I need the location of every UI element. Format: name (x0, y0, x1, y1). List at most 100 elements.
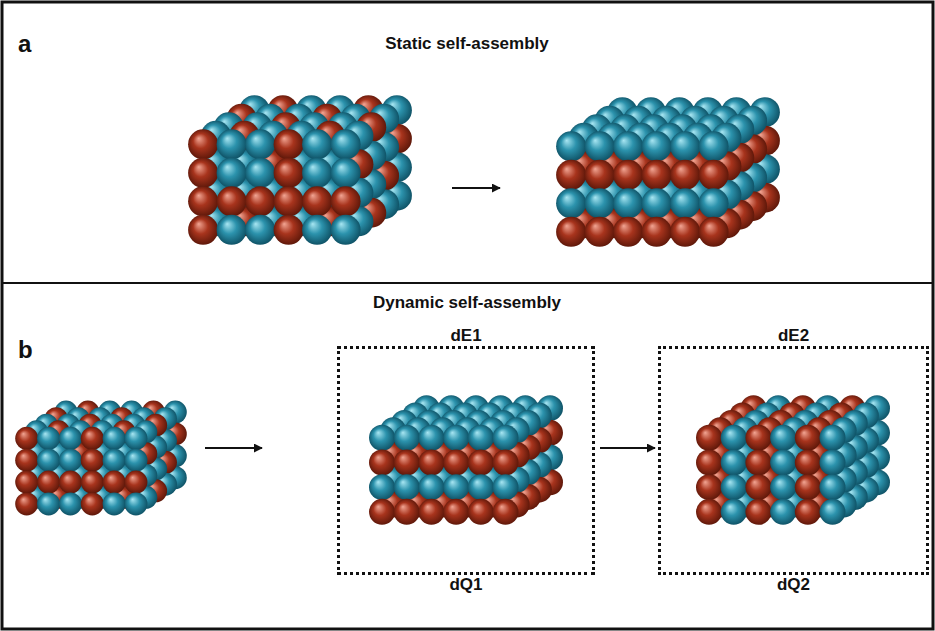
sphere (585, 131, 615, 161)
sphere (59, 449, 82, 472)
sphere (217, 186, 247, 216)
arrow (452, 187, 500, 189)
sphere (670, 217, 700, 247)
sphere (124, 427, 147, 450)
sphere (585, 160, 615, 190)
sphere (721, 499, 747, 525)
sphere-cube (696, 395, 890, 525)
energy-label: dE2 (661, 326, 926, 346)
sphere (770, 425, 796, 451)
sphere (721, 474, 747, 500)
panel-letter: b (18, 336, 33, 364)
sphere (124, 471, 147, 494)
sphere (394, 474, 420, 500)
sphere (820, 425, 846, 451)
sphere (696, 499, 722, 525)
sphere (274, 186, 304, 216)
sphere (613, 160, 643, 190)
sphere (103, 492, 126, 515)
sphere (418, 449, 444, 475)
sphere (188, 215, 218, 245)
sphere (443, 425, 469, 451)
sphere (188, 186, 218, 216)
sphere (613, 131, 643, 161)
panel-heading: Dynamic self-assembly (373, 293, 561, 313)
sphere (274, 158, 304, 188)
sphere (37, 471, 60, 494)
sphere (642, 131, 672, 161)
sphere (37, 449, 60, 472)
sphere (770, 499, 796, 525)
sphere (124, 449, 147, 472)
sphere (81, 492, 104, 515)
sphere (369, 474, 395, 500)
sphere (468, 425, 494, 451)
sphere (274, 129, 304, 159)
sphere (468, 449, 494, 475)
sphere (302, 158, 332, 188)
sphere (745, 425, 771, 451)
sphere (642, 217, 672, 247)
sphere (302, 215, 332, 245)
sphere (795, 425, 821, 451)
sphere (302, 129, 332, 159)
sphere (670, 131, 700, 161)
sphere (369, 449, 395, 475)
sphere (15, 449, 38, 472)
arrow (205, 447, 262, 449)
sphere (15, 492, 38, 515)
sphere (331, 186, 361, 216)
sphere (217, 129, 247, 159)
arrow-connector (600, 447, 655, 449)
sphere (331, 129, 361, 159)
energy-label: dE1 (340, 326, 592, 346)
heat-label: dQ1 (340, 575, 592, 595)
sphere (745, 474, 771, 500)
sphere (418, 425, 444, 451)
sphere (795, 499, 821, 525)
sphere (103, 471, 126, 494)
sphere (81, 471, 104, 494)
sphere (696, 449, 722, 475)
sphere (302, 186, 332, 216)
sphere (820, 499, 846, 525)
sphere (245, 215, 275, 245)
sphere (443, 499, 469, 525)
sphere (81, 427, 104, 450)
sphere-cube (188, 95, 412, 245)
sphere-cube (15, 401, 187, 516)
sphere (613, 217, 643, 247)
sphere (770, 449, 796, 475)
sphere (585, 217, 615, 247)
panel-divider (2, 282, 933, 284)
sphere (493, 449, 519, 475)
sphere (795, 449, 821, 475)
sphere (274, 215, 304, 245)
sphere (468, 474, 494, 500)
sphere (369, 499, 395, 525)
sphere (493, 499, 519, 525)
sphere (699, 160, 729, 190)
sphere (37, 427, 60, 450)
sphere-cube (369, 395, 563, 525)
sphere (37, 492, 60, 515)
sphere (613, 188, 643, 218)
sphere (59, 471, 82, 494)
sphere (642, 160, 672, 190)
sphere (699, 188, 729, 218)
dotted-box: dE1dQ1 (337, 346, 595, 575)
sphere (770, 474, 796, 500)
sphere (103, 449, 126, 472)
sphere (745, 499, 771, 525)
sphere (820, 449, 846, 475)
panel-heading: Static self-assembly (385, 34, 548, 54)
sphere (443, 449, 469, 475)
sphere (696, 474, 722, 500)
sphere (59, 492, 82, 515)
sphere (331, 215, 361, 245)
sphere-cube (556, 97, 780, 247)
